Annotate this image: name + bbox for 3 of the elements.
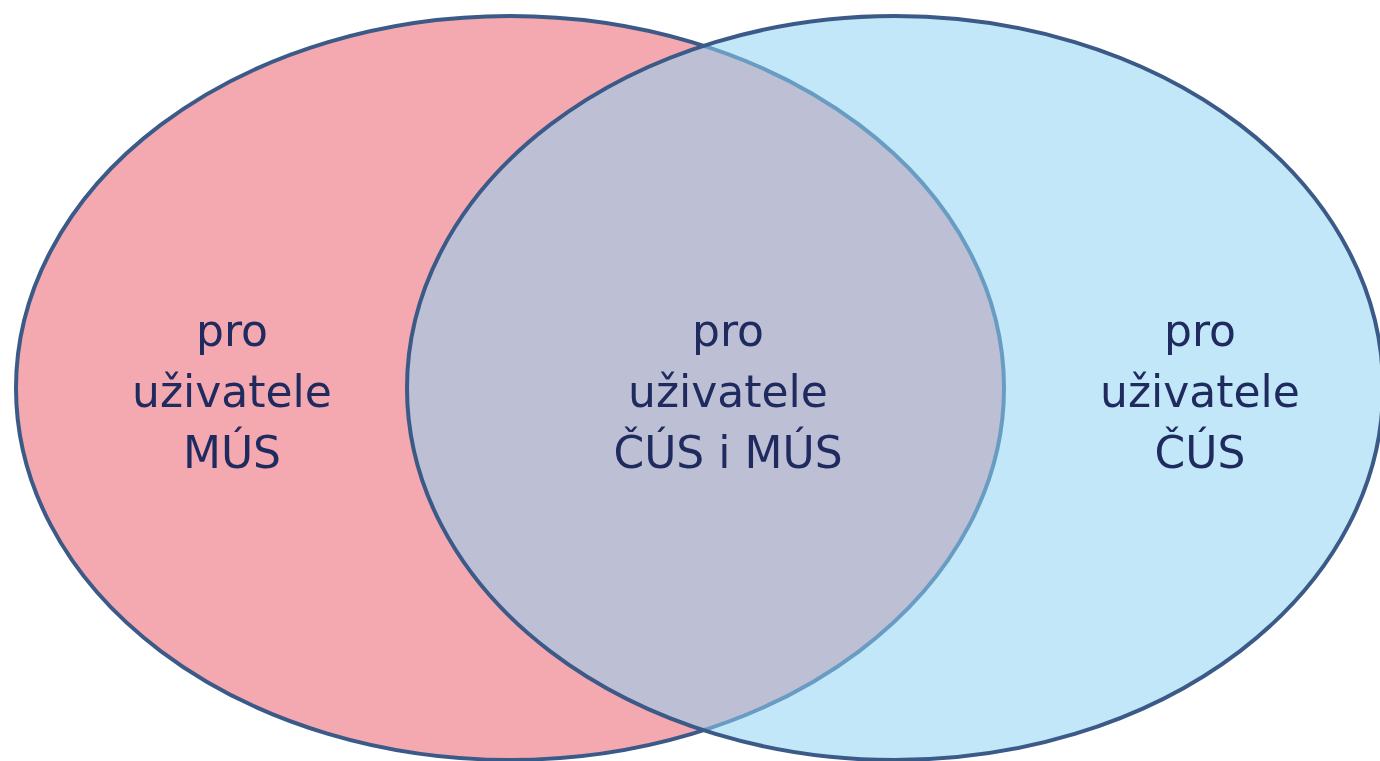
circle-label: pro uživatele ČÚS: [1099, 304, 1301, 480]
circle-label: pro uživatele MÚS: [131, 304, 333, 480]
overlap-label: pro uživatele ČÚS i MÚS: [612, 304, 844, 480]
